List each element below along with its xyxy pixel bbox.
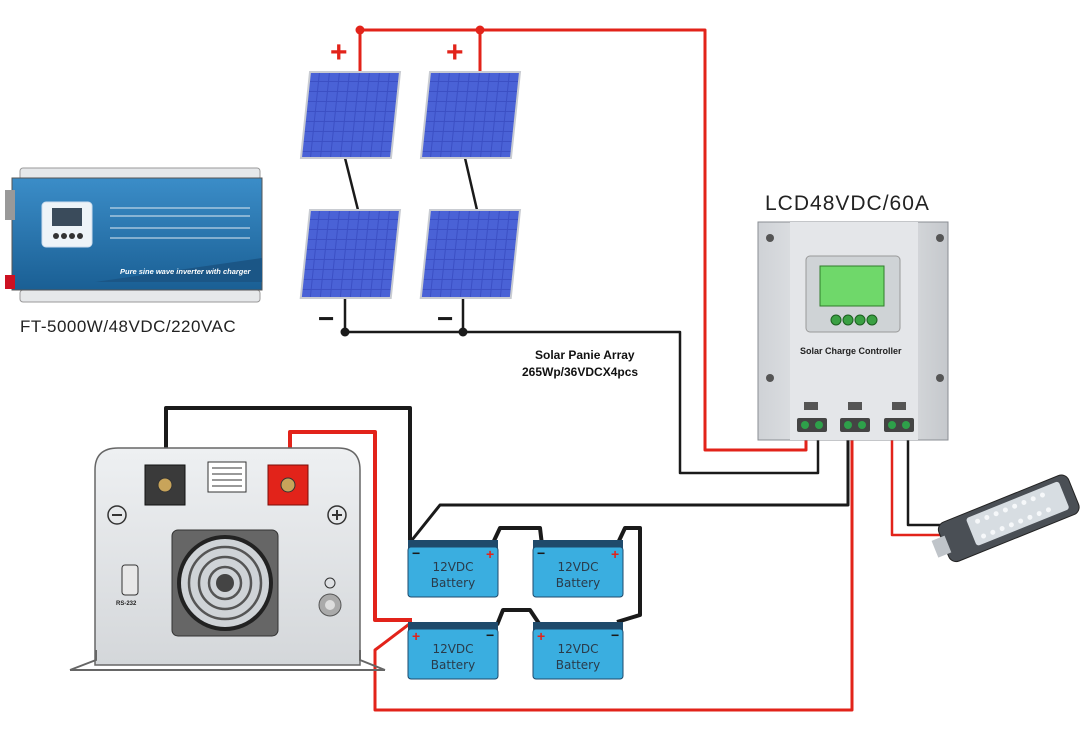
battery: 12VDC Battery + − [407, 622, 499, 680]
battery-voltage: 12VDC [557, 642, 598, 656]
panel-series-link-1 [343, 157, 360, 211]
rs232-label: RS-232 [116, 601, 137, 607]
solar-array-title: Solar Panie Array [535, 348, 635, 362]
svg-text:−: − [611, 627, 619, 643]
pv-negative-wire [343, 298, 820, 475]
battery-voltage: 12VDC [432, 560, 473, 574]
load-negative-wire [906, 430, 940, 527]
charge-controller: Solar Charge Controller [757, 221, 949, 441]
ground-icon [324, 577, 336, 589]
battery-positive-controller-wire [373, 430, 854, 712]
battery-negative-controller-wire [410, 430, 850, 541]
inverter-panel-text: Pure sine wave inverter with charger [120, 267, 252, 276]
battery: 12VDC Battery + − [532, 622, 624, 680]
inverter-back: RS-232 [69, 447, 386, 671]
panel-minus-sign: − [318, 303, 334, 334]
controller-caption: Solar Charge Controller [800, 346, 902, 356]
inverter-lcd [52, 208, 82, 226]
lamp-icon [892, 402, 906, 410]
battery: 12VDC Battery − + [407, 540, 499, 598]
svg-text:−: − [537, 545, 545, 561]
controller-button [866, 314, 878, 326]
panel-minus-sign: − [437, 303, 453, 334]
battery-link-3 [495, 608, 542, 627]
svg-text:+: + [486, 546, 494, 562]
solar-panel-array: + + − − [299, 36, 522, 334]
solar-array-spec: 265Wp/36VDCX4pcs [522, 365, 638, 379]
solar-panel [299, 209, 402, 299]
solar-panel [419, 209, 522, 299]
panel-series-link-2 [463, 157, 479, 211]
junctions-neg [340, 327, 468, 337]
load-positive-wire [890, 430, 940, 537]
svg-text:−: − [412, 545, 420, 561]
battery-label: Battery [431, 576, 475, 590]
street-light [931, 474, 1080, 563]
panel-plus-sign: + [330, 36, 348, 69]
inverter-positive-wire [288, 430, 412, 622]
controller-button [830, 314, 842, 326]
svg-text:−: − [486, 627, 494, 643]
solar-icon [804, 402, 818, 410]
junction-dot [340, 327, 350, 337]
battery-icon [848, 402, 862, 410]
svg-text:+: + [537, 628, 545, 644]
solar-panel [299, 71, 402, 159]
junction-dot [458, 327, 468, 337]
rs232-port [121, 564, 139, 596]
battery-bank: 12VDC Battery − + 12VDC Battery − + 12VD… [407, 540, 624, 680]
controller-model-label: LCD48VDC/60A [765, 192, 930, 215]
battery-voltage: 12VDC [432, 642, 473, 656]
wires [164, 28, 940, 712]
panel-plus-sign: + [446, 36, 464, 69]
inverter-front: Pure sine wave inverter with charger [5, 167, 263, 303]
battery-link-1 [490, 526, 544, 546]
battery-label: Battery [556, 658, 600, 672]
inverter-model-label: FT-5000W/48VDC/220VAC [20, 317, 236, 336]
controller-button [842, 314, 854, 326]
controller-button [854, 314, 866, 326]
controller-lcd [819, 265, 885, 307]
solar-panel [419, 71, 522, 159]
battery-label: Battery [556, 576, 600, 590]
junction-dot [475, 25, 485, 35]
battery-voltage: 12VDC [557, 560, 598, 574]
svg-text:+: + [611, 546, 619, 562]
junction-dot [355, 25, 365, 35]
battery-link-2 [615, 526, 642, 624]
pv-positive-wire [360, 28, 808, 452]
battery: 12VDC Battery − + [532, 540, 624, 598]
svg-text:+: + [412, 628, 420, 644]
inverter-negative-wire [164, 406, 412, 540]
battery-label: Battery [431, 658, 475, 672]
controller-terminals [797, 402, 914, 432]
junctions [355, 25, 485, 35]
